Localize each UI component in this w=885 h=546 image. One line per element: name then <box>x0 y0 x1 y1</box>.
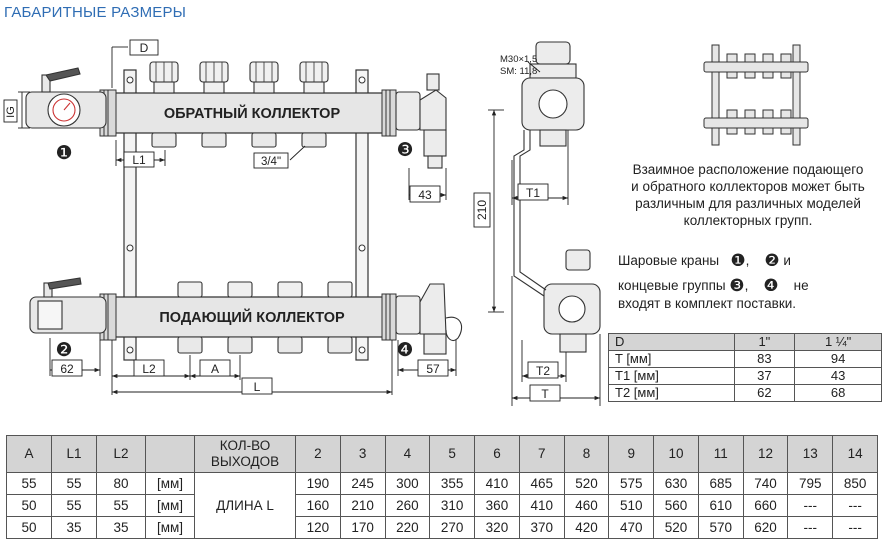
length-value-cell: 120 <box>295 516 341 539</box>
length-value-cell: 310 <box>429 494 476 517</box>
length-table-header: A L1 L2 КОЛ-ВО ВЫХОДОВ 2 3 4 5 6 7 8 9 1… <box>6 435 878 473</box>
length-value-cell: 575 <box>608 472 655 495</box>
length-value-cell: 795 <box>787 472 834 495</box>
label-three-quarter: 3/4" <box>261 156 281 168</box>
length-value-cell: 460 <box>563 494 610 517</box>
return-outlets <box>151 132 327 148</box>
length-value-cell: 560 <box>653 494 699 517</box>
marker-3: ❸ <box>396 139 413 161</box>
length-value-cell: 270 <box>429 516 476 539</box>
label-L2: L2 <box>142 362 156 376</box>
length-value-cell: 410 <box>518 494 565 517</box>
label-L: L <box>254 380 261 394</box>
label-dim-57: 57 <box>426 362 440 376</box>
label-T: T <box>541 387 549 401</box>
supply-top-fittings <box>177 281 353 298</box>
length-value-cell: 570 <box>697 516 744 539</box>
spec-table-row: T2 [мм] 62 68 <box>608 384 882 402</box>
label-T2: T2 <box>536 364 550 378</box>
length-value-cell: 470 <box>608 516 655 539</box>
length-value-cell: 370 <box>518 516 565 539</box>
length-value-cell: 220 <box>384 516 431 539</box>
label-A: A <box>211 362 219 376</box>
ends-note: концевые группы ❸, ❹ не <box>618 276 809 296</box>
manifold-thumbnail <box>703 44 809 146</box>
label-dim-62: 62 <box>60 362 74 376</box>
length-value-cell: 510 <box>608 494 655 517</box>
label-D: D <box>140 41 149 55</box>
length-value-cell: 850 <box>832 472 878 495</box>
side-view <box>513 41 601 353</box>
length-value-cell: 520 <box>653 516 699 539</box>
length-value-cell: 360 <box>474 494 520 517</box>
end-group-4 <box>395 283 463 355</box>
marker-4: ❹ <box>396 339 413 361</box>
note-marker-4: ❹ <box>763 276 779 296</box>
length-value-cell: 630 <box>653 472 699 495</box>
label-thread-2: SM: 11,8 <box>500 66 537 77</box>
length-value-cell: 420 <box>563 516 610 539</box>
note-marker-3: ❸ <box>729 276 745 296</box>
ball-valve-2 <box>29 277 107 334</box>
valves-note: Шаровые краны ❶, ❷ и <box>618 251 791 271</box>
label-L1: L1 <box>132 153 146 167</box>
spec-table: D 1" 1 ¼" T [мм] 83 94 T1 [мм] 37 43 T2 … <box>608 333 882 402</box>
ends-note-tail: входят в комплект поставки. <box>618 296 797 311</box>
supply-outlets <box>177 336 353 354</box>
length-value-cell: 260 <box>384 494 431 517</box>
supply-collector-pipe <box>99 293 397 341</box>
note-marker-1: ❶ <box>730 251 746 271</box>
length-value-cell: 320 <box>474 516 520 539</box>
manifold-drawing: D IG L1 3/4" 43 62 57 L2 A L 210 T1 T2 T… <box>3 39 809 406</box>
length-value-cell: --- <box>832 494 878 517</box>
length-value-cell: 300 <box>384 472 431 495</box>
right-bracket-bar <box>355 69 369 361</box>
length-table: A L1 L2 КОЛ-ВО ВЫХОДОВ 2 3 4 5 6 7 8 9 1… <box>6 435 878 539</box>
length-value-cell: 685 <box>697 472 744 495</box>
marker-1: ❶ <box>55 142 72 164</box>
end-group-3 <box>395 73 447 169</box>
left-bracket-bar <box>123 69 137 361</box>
info-paragraph: Взаимное расположение подающего и обратн… <box>631 162 865 228</box>
length-value-cell: 410 <box>474 472 520 495</box>
label-dim-210: 210 <box>475 200 489 220</box>
length-value-cell: --- <box>787 516 834 539</box>
supply-collector-label: ПОДАЮЩИЙ КОЛЛЕКТОР <box>159 308 345 326</box>
length-value-cell: --- <box>832 516 878 539</box>
spec-table-header: D 1" 1 ¼" <box>608 333 882 351</box>
label-T1: T1 <box>526 186 540 200</box>
return-valve-caps <box>149 61 329 94</box>
length-label-cell: ДЛИНА L <box>194 472 296 539</box>
length-value-cell: 660 <box>742 494 789 517</box>
length-value-cell: 355 <box>429 472 476 495</box>
length-value-cell: 465 <box>518 472 565 495</box>
label-thread-1: M30×1,5 <box>500 54 537 65</box>
length-value-cell: 740 <box>742 472 789 495</box>
note-marker-2: ❷ <box>764 251 780 271</box>
return-collector-label: ОБРАТНЫЙ КОЛЛЕКТОР <box>164 104 341 122</box>
page-title: ГАБАРИТНЫЕ РАЗМЕРЫ <box>4 4 187 21</box>
length-value-cell: 160 <box>295 494 341 517</box>
ball-valve-1 <box>25 67 107 129</box>
spec-table-row: T [мм] 83 94 <box>608 350 882 368</box>
return-collector-pipe <box>99 89 397 137</box>
length-value-cell: 210 <box>339 494 386 517</box>
length-value-cell: 245 <box>339 472 386 495</box>
length-value-cell: 610 <box>697 494 744 517</box>
length-value-cell: 170 <box>339 516 386 539</box>
label-IG: IG <box>5 106 17 118</box>
label-dim-43: 43 <box>418 188 432 202</box>
length-value-cell: 190 <box>295 472 341 495</box>
length-value-cell: --- <box>787 494 834 517</box>
length-value-cell: 520 <box>563 472 610 495</box>
marker-2: ❷ <box>55 339 72 361</box>
spec-table-row: T1 [мм] 37 43 <box>608 367 882 385</box>
length-value-cell: 620 <box>742 516 789 539</box>
